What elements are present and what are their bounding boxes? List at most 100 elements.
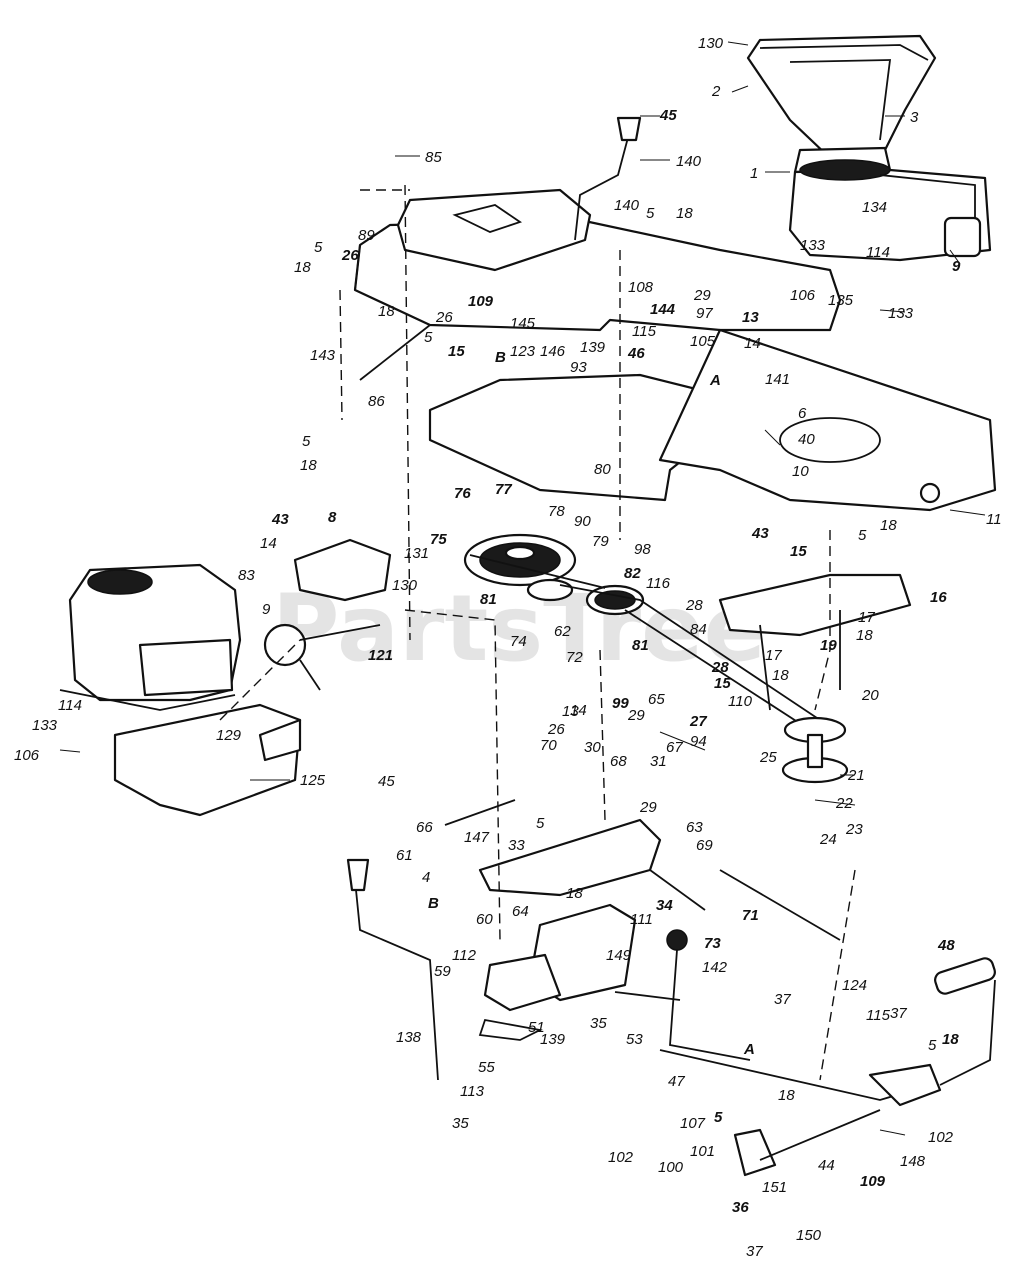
callout-28: 28 — [685, 597, 703, 614]
callout-18: 18 — [856, 627, 873, 644]
callout-131: 131 — [404, 545, 429, 562]
callout-80: 80 — [594, 461, 611, 478]
callout-138: 138 — [396, 1029, 422, 1046]
engine-shroud — [113, 703, 302, 817]
callout-9: 9 — [262, 601, 271, 618]
callout-65: 65 — [648, 691, 665, 708]
callout-28: 28 — [711, 659, 729, 676]
callout-106: 106 — [790, 287, 816, 304]
callout-5: 5 — [928, 1037, 937, 1054]
callout-15: 15 — [790, 543, 807, 560]
callout-62: 62 — [554, 623, 571, 640]
callout-9: 9 — [952, 258, 961, 275]
callout-114: 114 — [866, 244, 890, 261]
callout-133: 133 — [32, 717, 58, 734]
callout-60: 60 — [476, 911, 493, 928]
drive-pulleys — [463, 533, 821, 731]
callout-71: 71 — [742, 907, 759, 924]
callout-86: 86 — [368, 393, 385, 410]
callout-63: 63 — [686, 819, 703, 836]
callout-148: 148 — [900, 1153, 926, 1170]
callout-b: B — [428, 895, 439, 912]
callout-141: 141 — [765, 371, 790, 388]
callout-27: 27 — [689, 713, 707, 730]
callout-99: 99 — [612, 695, 629, 712]
callout-13: 13 — [562, 703, 579, 720]
callout-73: 73 — [704, 935, 721, 952]
callout-45: 45 — [659, 107, 677, 124]
leader-lines — [59, 41, 986, 1136]
callout-24: 24 — [819, 831, 837, 848]
seat-deck-plate — [428, 328, 997, 512]
callout-18: 18 — [294, 259, 311, 276]
callout-37: 37 — [746, 1243, 763, 1260]
callout-82: 82 — [624, 565, 641, 582]
callout-111: 111 — [630, 911, 653, 928]
callout-35: 35 — [590, 1015, 607, 1032]
callout-115: 115 — [632, 323, 657, 340]
callout-109: 109 — [468, 293, 494, 310]
callout-37: 37 — [890, 1005, 907, 1022]
callout-149: 149 — [606, 947, 632, 964]
callout-26: 26 — [341, 247, 359, 264]
rear-pulley — [781, 716, 849, 784]
callout-34: 34 — [656, 897, 673, 914]
shift-lever-upper — [574, 116, 642, 241]
callout-29: 29 — [693, 287, 711, 304]
callout-76: 76 — [454, 485, 471, 502]
callout-140: 140 — [614, 197, 640, 214]
callout-5: 5 — [302, 433, 311, 450]
callout-113: 113 — [460, 1083, 485, 1100]
engine — [59, 563, 321, 711]
callout-31: 31 — [650, 753, 667, 770]
callout-23: 23 — [845, 821, 863, 838]
callout-14: 14 — [744, 335, 761, 352]
callout-33: 33 — [508, 837, 525, 854]
callout-13: 13 — [742, 309, 759, 326]
callout-8: 8 — [328, 509, 337, 526]
springs — [444, 799, 706, 1001]
callout-61: 61 — [396, 847, 413, 864]
callout-116: 116 — [646, 575, 671, 592]
callout-1: 1 — [750, 165, 758, 182]
callout-22: 22 — [835, 795, 853, 812]
callout-151: 151 — [762, 1179, 787, 1196]
callout-143: 143 — [310, 347, 336, 364]
discharge-housing — [788, 159, 992, 262]
callout-115: 115 — [866, 1007, 891, 1024]
callout-105: 105 — [690, 333, 716, 350]
callout-112: 112 — [452, 947, 477, 964]
callout-46: 46 — [627, 345, 645, 362]
callout-114: 114 — [58, 697, 82, 714]
callout-145: 145 — [510, 315, 536, 332]
engine-bracket — [293, 538, 392, 602]
callout-75: 75 — [430, 531, 447, 548]
callout-139: 139 — [580, 339, 606, 356]
pedal-linkage — [659, 929, 996, 1177]
callout-81: 81 — [632, 637, 649, 654]
callout-4: 4 — [422, 869, 430, 886]
callout-90: 90 — [574, 513, 591, 530]
callout-55: 55 — [478, 1059, 495, 1076]
callout-5: 5 — [714, 1109, 723, 1126]
callout-5: 5 — [424, 329, 433, 346]
callout-85: 85 — [425, 149, 442, 166]
callout-125: 125 — [300, 772, 326, 789]
callout-83: 83 — [238, 567, 255, 584]
callout-146: 146 — [540, 343, 566, 360]
callout-21: 21 — [847, 767, 865, 784]
callout-150: 150 — [796, 1227, 822, 1244]
callout-18: 18 — [300, 457, 317, 474]
callout-29: 29 — [627, 707, 645, 724]
callout-129: 129 — [216, 727, 242, 744]
transmission — [478, 818, 662, 1041]
callout-30: 30 — [584, 739, 601, 756]
callout-66: 66 — [416, 819, 433, 836]
callout-121: 121 — [368, 647, 393, 664]
callout-18: 18 — [778, 1087, 795, 1104]
callout-147: 147 — [464, 829, 490, 846]
callout-69: 69 — [696, 837, 713, 854]
callout-134: 134 — [862, 199, 887, 216]
callout-108: 108 — [628, 279, 654, 296]
callout-40: 40 — [798, 431, 815, 448]
